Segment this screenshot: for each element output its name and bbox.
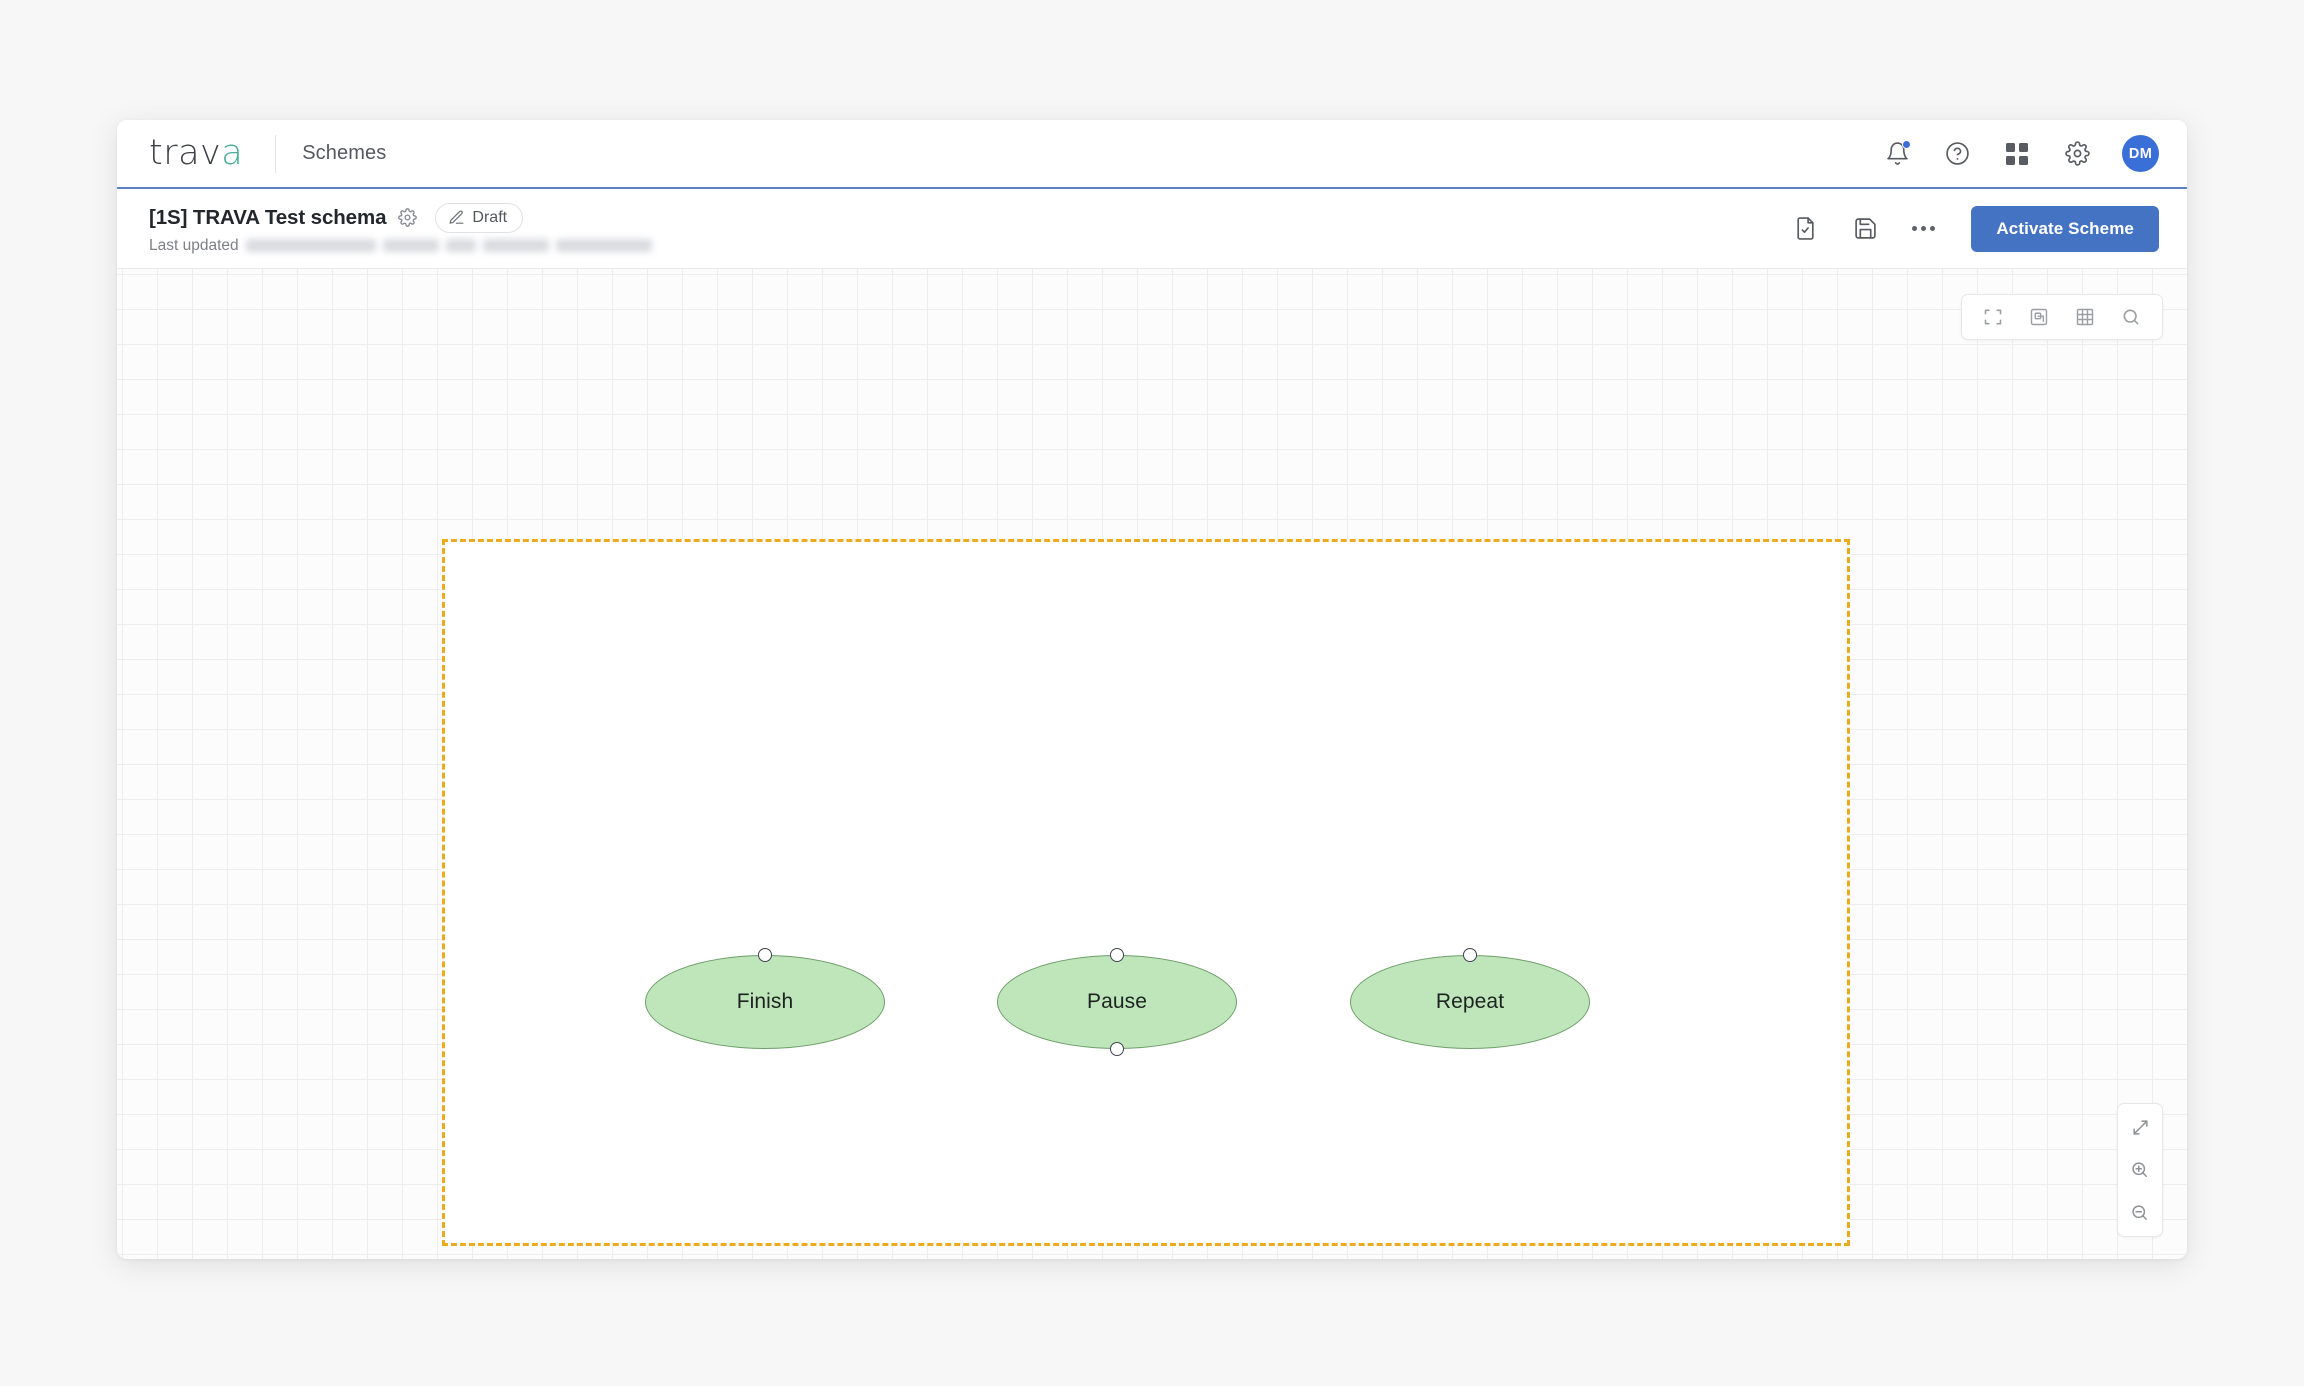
node-finish-label: Finish [736,990,794,1013]
node-pause-shape: Pause [997,955,1237,1049]
last-updated-redacted-date [245,239,376,252]
node-finish-port-top[interactable] [758,948,772,962]
scheme-header-bar: [1S] TRAVA Test schema Draft Last [117,189,2187,269]
activate-scheme-button[interactable]: Activate Scheme [1971,205,2159,252]
validate-document-icon[interactable] [1788,212,1822,246]
more-options-icon[interactable] [1908,218,1939,239]
scheme-title-row: [1S] TRAVA Test schema Draft [149,202,652,233]
node-pause-port-top[interactable] [1110,948,1124,962]
settings-gear-icon[interactable] [2060,137,2094,171]
node-repeat-port-top[interactable] [1463,948,1477,962]
node-pause-label: Pause [1086,990,1148,1013]
last-updated-redacted-time [382,239,439,252]
last-updated-label: Last updated [149,236,239,254]
node-repeat-label: Repeat [1435,990,1505,1013]
search-icon[interactable] [2119,305,2143,329]
help-circle-icon[interactable] [1940,137,1974,171]
status-badge-draft[interactable]: Draft [435,202,524,233]
save-floppy-icon[interactable] [1848,212,1882,246]
notifications-bell-icon[interactable] [1880,137,1914,171]
apps-grid-squares [2006,142,2028,165]
node-pause[interactable]: Pause [997,948,1237,1056]
page-title: Schemes [302,142,387,164]
pencil-icon [449,210,464,224]
expand-icon[interactable] [2127,1114,2153,1140]
fit-screen-icon[interactable] [1981,305,2005,329]
scheme-title: [1S] TRAVA Test schema [149,205,387,229]
last-updated-row: Last updated [149,237,652,255]
last-updated-redacted-lastname [555,239,652,252]
zoom-controls [2117,1103,2163,1237]
scheme-header-actions: Activate Scheme [1788,205,2159,252]
node-finish[interactable]: Finish [645,948,885,1049]
zoom-out-icon[interactable] [2127,1200,2153,1226]
canvas-toolbar [1961,294,2163,340]
notification-badge-dot [1902,139,1911,149]
last-updated-redacted-by [445,239,476,252]
topbar-icon-group: DM [1880,135,2159,172]
topbar-divider [275,134,277,173]
node-finish-shape: Finish [645,955,885,1049]
scheme-settings-gear-icon[interactable] [398,208,418,227]
node-repeat-shape: Repeat [1350,955,1590,1049]
user-avatar[interactable]: DM [2122,135,2159,172]
zoom-in-icon[interactable] [2127,1157,2153,1183]
apps-grid-icon[interactable] [2000,137,2034,171]
last-updated-redacted-firstname [482,239,549,252]
export-image-icon[interactable] [2027,305,2051,329]
node-pause-port-bottom[interactable] [1110,1042,1124,1056]
node-repeat[interactable]: Repeat [1350,948,1590,1049]
logo-text-accent: a [221,133,244,173]
toggle-grid-icon[interactable] [2073,305,2097,329]
scheme-header-left: [1S] TRAVA Test schema Draft Last [149,202,652,255]
scheme-canvas[interactable]: Finish Pause Repeat [117,269,2187,1259]
logo-text-dark: trav [149,133,222,173]
status-badge-label: Draft [472,208,508,226]
multi-select-group[interactable]: Finish Pause Repeat [442,539,1850,1246]
